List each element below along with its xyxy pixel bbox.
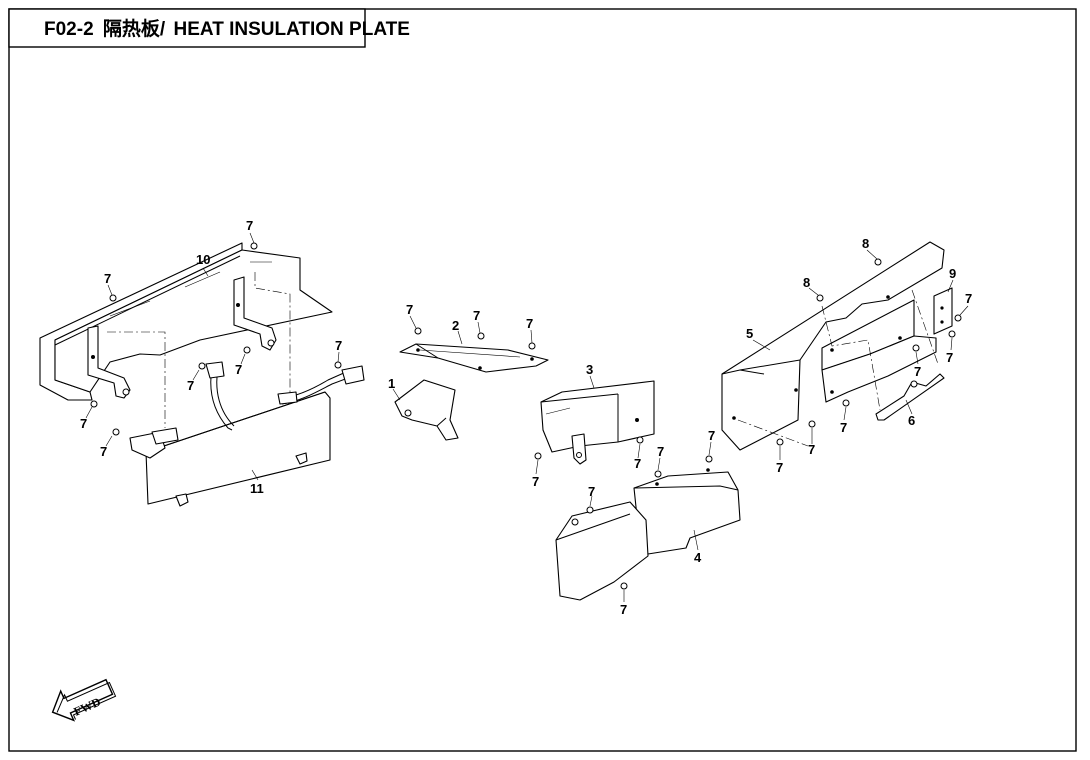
- callout-bolt-7: 7: [526, 316, 533, 331]
- callout-part-8-a: 8: [862, 236, 869, 251]
- bolts: [90, 242, 962, 590]
- title-code: F02-2: [44, 19, 94, 40]
- callout-bolt-7: 7: [946, 350, 953, 365]
- callout-bolt-7: 7: [965, 291, 972, 306]
- title-box: F02-2 隔热板/ HEAT INSULATION PLATE: [8, 8, 410, 48]
- callout-part-9: 9: [949, 266, 956, 281]
- callout-bolt-7: 7: [104, 271, 111, 286]
- callout-part-5: 5: [746, 326, 753, 341]
- part-3-heat-shield: [540, 380, 655, 465]
- callout-bolt-7: 7: [708, 428, 715, 443]
- callout-bolt-7: 7: [620, 602, 627, 617]
- callout-bolt-7: 7: [473, 308, 480, 323]
- callout-bolt-7: 7: [532, 474, 539, 489]
- callouts: 1 2 3 4 5 6 8 8 9 10 11 7 7 7 7 7 7 7 7 …: [80, 218, 972, 617]
- callout-bolt-7: 7: [840, 420, 847, 435]
- callout-part-10: 10: [196, 252, 210, 267]
- callout-bolt-7: 7: [187, 378, 194, 393]
- title-chinese: 隔热板/: [103, 17, 166, 40]
- callout-bolt-7: 7: [776, 460, 783, 475]
- title-english: HEAT INSULATION PLATE: [173, 19, 409, 40]
- callout-bolt-7: 7: [808, 442, 815, 457]
- part-2-heat-shield: [399, 343, 549, 373]
- callout-bolt-7: 7: [406, 302, 413, 317]
- callout-bolt-7: 7: [246, 218, 253, 233]
- callout-bolt-7: 7: [80, 416, 87, 431]
- fwd-arrow-icon: [51, 678, 117, 722]
- callout-bolt-7: 7: [914, 364, 921, 379]
- callout-bolt-7: 7: [657, 444, 664, 459]
- callout-part-6: 6: [908, 413, 915, 428]
- part-5-heat-shield: [721, 241, 945, 451]
- callout-part-8-b: 8: [803, 275, 810, 290]
- part-4-heat-shield: [555, 468, 741, 601]
- part-9-plate: [933, 287, 953, 335]
- callout-bolt-7: 7: [100, 444, 107, 459]
- callout-part-1: 1: [388, 376, 395, 391]
- part-11-heat-shield: [129, 361, 365, 507]
- callout-part-3: 3: [586, 362, 593, 377]
- fwd-indicator: FWD: [51, 678, 117, 722]
- callout-part-11: 11: [250, 481, 264, 496]
- page-border: [8, 8, 1077, 752]
- part-10-heat-shield: [39, 242, 333, 428]
- leader-lines: [85, 232, 969, 602]
- callout-bolt-7: 7: [335, 338, 342, 353]
- part-1-heat-shield: [394, 379, 459, 441]
- callout-bolt-7: 7: [634, 456, 641, 471]
- callout-part-2: 2: [452, 318, 459, 333]
- callout-part-4: 4: [694, 550, 702, 565]
- callout-bolt-7: 7: [588, 484, 595, 499]
- svg-text:F02-2 隔热板/ HEAT IN: F02-2 隔热板/ HEAT INSULATION PLATE: [44, 17, 410, 40]
- part-6-bracket: [875, 373, 945, 421]
- callout-bolt-7: 7: [235, 362, 242, 377]
